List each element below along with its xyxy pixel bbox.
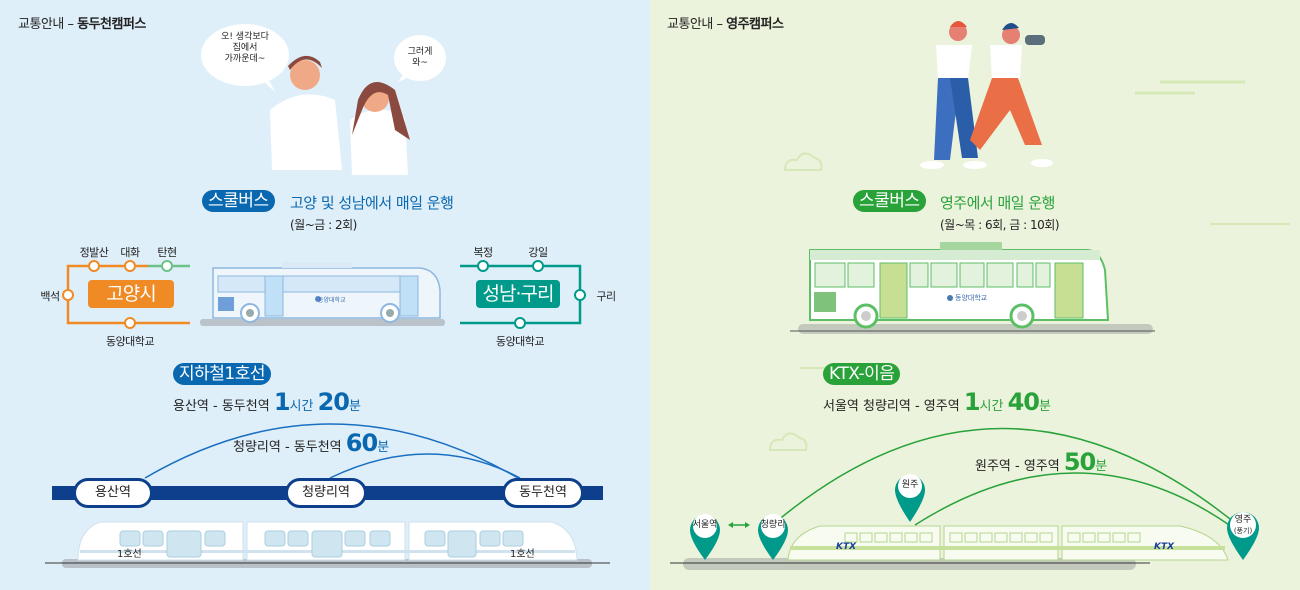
speech-bubble-text: 오! 생각보다 집에서 가까운데~ xyxy=(205,32,285,65)
dongducheon-campus-panel: 교통안내 – 동두천캠퍼스 오! 생각보다 집에서 가까운데~ 그러게 와~ 스… xyxy=(0,0,650,590)
station-yongsan: 용산역 xyxy=(73,478,153,508)
stop-label: 탄현 xyxy=(157,246,177,259)
duration-unit: 시간 xyxy=(979,399,1004,414)
stop-label: 강일 xyxy=(528,246,548,259)
school-bus-illustration xyxy=(200,262,445,326)
duration-hours: 1 xyxy=(273,388,291,416)
pin-label-yeongju: 영주 xyxy=(1234,515,1252,525)
bus-logo-text: 동양대학교 xyxy=(318,297,346,304)
bus-headline: 영주에서 매일 운행 xyxy=(940,194,1055,212)
bus-logo-text: 동양대학교 xyxy=(955,294,988,302)
speech-bubble-text: 그러게 와~ xyxy=(398,47,442,69)
people-illustration xyxy=(270,55,410,175)
bubble-line: 와~ xyxy=(412,58,428,68)
duration-minutes: 50 xyxy=(1063,448,1096,476)
bubble-line: 가까운데~ xyxy=(224,54,266,64)
subway-badge: 지하철1호선 xyxy=(173,363,272,385)
stop-label: 복정 xyxy=(473,246,493,259)
goyang-route-map xyxy=(62,260,190,329)
pin-label-wonju: 원주 xyxy=(901,480,919,490)
ktx-logo: KTX xyxy=(836,542,857,552)
duration-minutes: 20 xyxy=(317,388,350,416)
seongnam-city-badge: 성남·구리 xyxy=(476,280,560,308)
duration-unit: 분 xyxy=(349,399,361,414)
double-arrow-icon xyxy=(728,522,750,528)
route-name: 서울역 청량리역 - 영주역 xyxy=(823,399,960,414)
people-illustration xyxy=(920,21,1053,169)
bus-schedule: (월~목 : 6회, 금 : 10회) xyxy=(940,218,1060,232)
route-name: 용산역 - 동두천역 xyxy=(173,399,270,414)
stop-label: 백석 xyxy=(40,290,60,303)
page-title: 교통안내 – 영주캠퍼스 xyxy=(667,13,784,32)
train-line-label: 1호선 xyxy=(117,549,142,560)
route-arc-wonju xyxy=(914,472,1233,528)
title-prefix: 교통안내 – xyxy=(667,17,727,32)
school-bus-badge: 스쿨버스 xyxy=(202,190,275,212)
school-bus-illustration xyxy=(790,242,1155,334)
stop-label: 동양대학교 xyxy=(105,335,155,348)
pin-label-punggi: (풍기) xyxy=(1233,527,1253,535)
yeongju-campus-panel: 교통안내 – 영주캠퍼스 스쿨버스 영주에서 매일 운행 (월~목 : 6회, … xyxy=(650,0,1300,590)
pin-label-seoul: 서울역 xyxy=(692,520,718,530)
subway-route1: 용산역 - 동두천역 1시간 20분 xyxy=(173,388,361,416)
duration-unit: 분 xyxy=(1095,459,1108,474)
map-pin-icon xyxy=(690,474,1259,560)
route-name: 청량리역 - 동두천역 xyxy=(233,440,342,455)
speech-bubble xyxy=(394,35,446,81)
bus-headline: 고양 및 성남에서 매일 운행 xyxy=(290,194,454,212)
duration-unit: 시간 xyxy=(289,399,314,414)
route-arc-seoul xyxy=(769,427,1241,528)
stop-label: 대화 xyxy=(120,246,140,259)
bubble-line: 오! 생각보다 xyxy=(221,32,269,42)
duration-hours: 1 xyxy=(963,388,981,416)
station-cheongnyangni: 청량리역 xyxy=(285,478,367,508)
bus-schedule: (월~금 : 2회) xyxy=(290,218,357,232)
duration-unit: 분 xyxy=(1039,399,1051,414)
right-illustration xyxy=(670,21,1290,570)
subway-train-illustration xyxy=(45,521,610,568)
train-line-label: 1호선 xyxy=(510,549,535,560)
ktx-train-illustration xyxy=(670,525,1229,570)
ktx-logo: KTX xyxy=(1154,542,1175,552)
pin-label-cheongnyangni: 청량리 xyxy=(760,520,786,530)
route-name: 원주역 - 영주역 xyxy=(975,459,1060,474)
duration-unit: 분 xyxy=(377,440,390,455)
stop-label: 구리 xyxy=(596,290,616,303)
route-arc-cheongnyangni xyxy=(329,453,521,479)
left-illustration xyxy=(45,24,610,568)
ktx-route2: 원주역 - 영주역 50분 xyxy=(975,448,1107,476)
station-dongducheon: 동두천역 xyxy=(502,478,584,508)
title-prefix: 교통안내 – xyxy=(18,17,78,32)
page-title: 교통안내 – 동두천캠퍼스 xyxy=(18,13,146,32)
bubble-line: 집에서 xyxy=(232,43,258,53)
route-arc-yongsan xyxy=(144,423,519,479)
ktx-badge: KTX-이음 xyxy=(823,363,901,385)
duration-minutes: 60 xyxy=(345,429,378,457)
speech-bubble xyxy=(201,24,289,86)
campus-name: 영주캠퍼스 xyxy=(726,17,784,32)
goyang-city-badge: 고양시 xyxy=(88,280,174,308)
bubble-line: 그러게 xyxy=(407,47,433,57)
stop-label: 정발산 xyxy=(79,246,109,259)
duration-minutes: 40 xyxy=(1007,388,1040,416)
campus-name: 동두천캠퍼스 xyxy=(77,17,146,32)
seongnam-route-map xyxy=(460,260,586,329)
stop-label: 동양대학교 xyxy=(495,335,545,348)
school-bus-badge: 스쿨버스 xyxy=(853,190,926,212)
ktx-route1: 서울역 청량리역 - 영주역 1시간 40분 xyxy=(823,388,1051,416)
subway-route2: 청량리역 - 동두천역 60분 xyxy=(233,429,389,457)
